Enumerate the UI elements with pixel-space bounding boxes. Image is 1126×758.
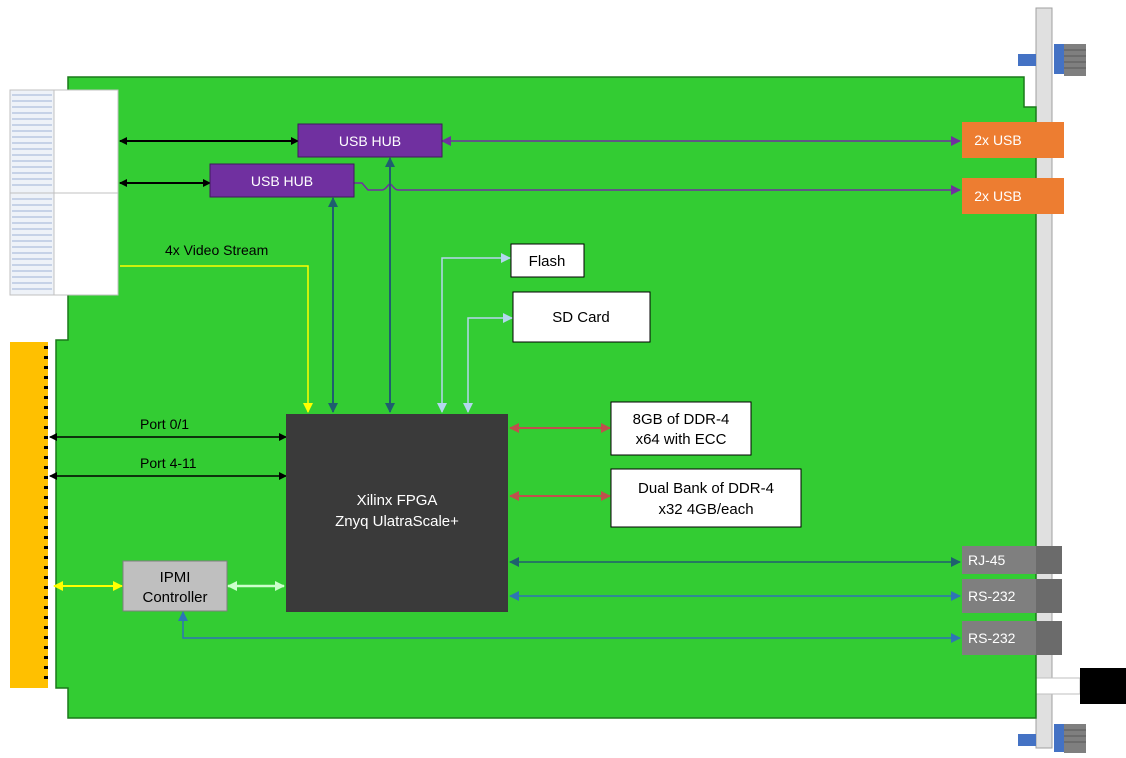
ipmi-controller: IPMI Controller [122,560,228,612]
ddr1-line1: 8GB of DDR-4 [633,411,730,428]
handle-black [1080,668,1126,704]
sd-card-label: SD Card [552,309,610,326]
pcb-board [55,76,1037,719]
arrow-video-stream [120,265,313,413]
bottom-screw-thread [1064,724,1086,753]
usb-hub-2-label: USB HUB [251,173,313,189]
flash-block: Flash [510,243,585,278]
rs232-2-label: RS-232 [968,630,1016,646]
edge-connector-gold [10,342,48,688]
usb-hub-2: USB HUB [209,163,355,198]
rs232-1-label: RS-232 [968,588,1016,604]
bottom-screw [1054,724,1064,752]
top-screw-thread [1064,44,1086,76]
flash-label: Flash [529,253,566,270]
usb-port-1-label: 2x USB [974,132,1021,148]
ddr-block-1: 8GB of DDR-4 x64 with ECC [610,401,752,456]
ipmi-line1: IPMI [160,569,191,586]
rs232-port-2: RS-232 [962,621,1062,655]
fpga-label-line2: Znyq UlatraScale+ [335,513,459,530]
arrow-fpga-flash [437,253,511,413]
video-stream-label: 4x Video Stream [165,242,268,258]
fpga-block: Xilinx FPGA Znyq UlatraScale+ [286,414,508,612]
rj45-label: RJ-45 [968,552,1006,568]
usb-hub-1-label: USB HUB [339,133,401,149]
arrow-ipmi-rs232-2 [178,611,961,643]
usb-port-2: 2x USB [962,178,1064,214]
bottom-latch-blue [1018,734,1036,746]
fpga-label-line1: Xilinx FPGA [357,492,438,509]
ddr1-line2: x64 with ECC [636,431,727,448]
port411-label: Port 4-11 [140,455,197,471]
arrow-fpga-sdcard [463,313,513,413]
backplane-connector-upper [9,89,119,296]
port01-label: Port 0/1 [140,416,189,432]
sd-card-block: SD Card [512,291,651,343]
usb-port-2-label: 2x USB [974,188,1021,204]
top-screw [1054,44,1064,74]
ipmi-line2: Controller [142,589,207,606]
usb-port-1: 2x USB [962,122,1064,158]
ddr2-line2: x32 4GB/each [658,501,753,518]
ddr2-line1: Dual Bank of DDR-4 [638,480,774,497]
usb-hub-1: USB HUB [297,123,443,158]
rs232-port-1: RS-232 [962,579,1062,613]
rj45-port: RJ-45 [962,546,1062,574]
top-latch-blue [1018,54,1036,66]
ddr-block-2: Dual Bank of DDR-4 x32 4GB/each [610,468,802,528]
